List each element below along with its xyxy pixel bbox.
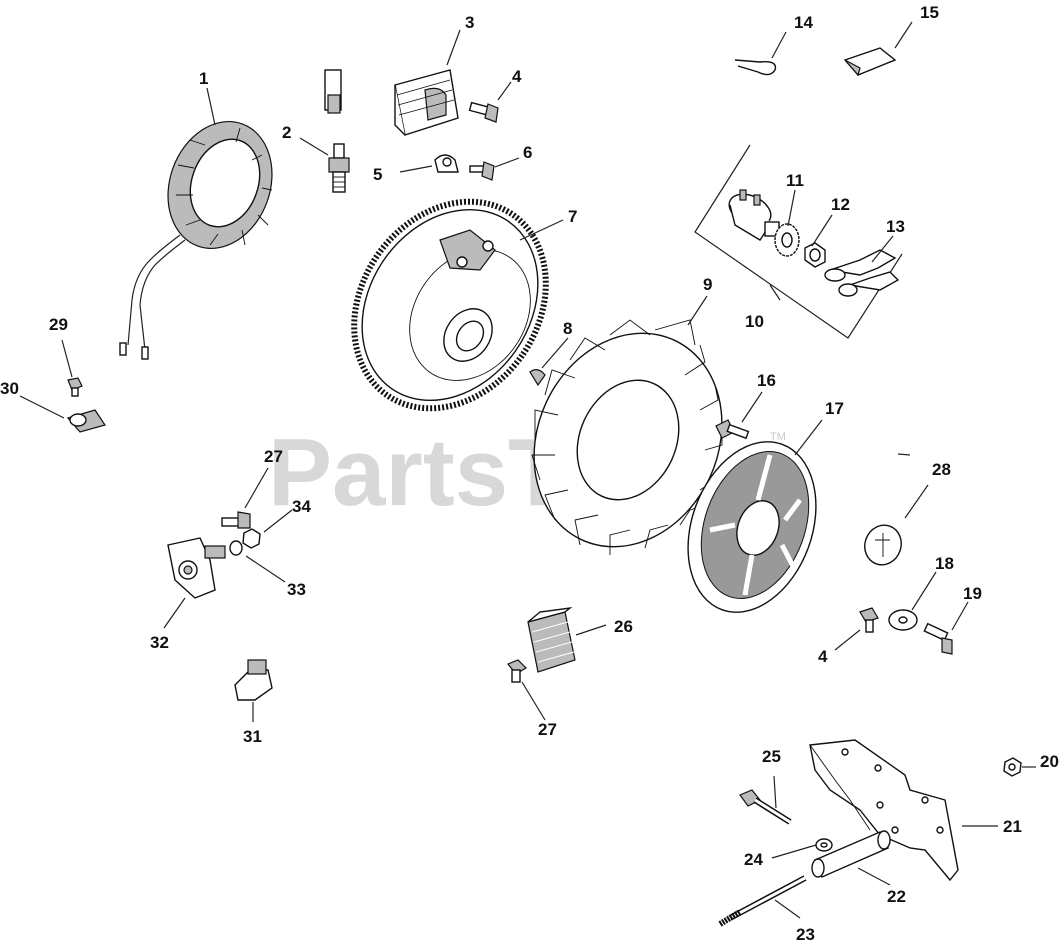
callout-3: 3 xyxy=(465,13,474,32)
callout-20: 20 xyxy=(1040,752,1059,771)
callout-30: 30 xyxy=(0,379,19,398)
part-ignition-module[interactable] xyxy=(324,20,459,136)
part-grass-screen[interactable] xyxy=(666,424,839,630)
callout-28: 28 xyxy=(932,460,951,479)
part-screw-6[interactable] xyxy=(469,161,495,181)
callout-22: 22 xyxy=(887,887,906,906)
part-washer-28[interactable] xyxy=(859,520,907,570)
callout-25: 25 xyxy=(762,747,781,766)
part-key-switch-group[interactable] xyxy=(694,144,903,339)
part-screw-19[interactable] xyxy=(923,622,953,655)
part-flywheel[interactable] xyxy=(315,164,585,445)
part-bolt-25[interactable] xyxy=(739,789,792,825)
part-clamp-30[interactable] xyxy=(66,409,106,433)
callout-32: 32 xyxy=(150,633,169,652)
part-screw-4-lower[interactable] xyxy=(859,607,879,633)
callout-29: 29 xyxy=(49,315,68,334)
part-lock-washer[interactable] xyxy=(774,223,800,257)
callout-24: 24 xyxy=(744,850,763,869)
part-screw-16[interactable] xyxy=(715,419,750,440)
part-mounting-bracket[interactable] xyxy=(809,739,959,882)
part-washer-18[interactable] xyxy=(888,609,918,631)
callout-4-upper: 4 xyxy=(512,67,522,86)
callout-8: 8 xyxy=(563,319,572,338)
callout-6: 6 xyxy=(523,143,532,162)
part-rectifier[interactable] xyxy=(527,606,576,673)
part-screw-29[interactable] xyxy=(67,377,83,397)
callout-31: 31 xyxy=(243,727,262,746)
part-screw-27-upper[interactable] xyxy=(221,511,251,529)
callout-4-lower: 4 xyxy=(818,647,828,666)
part-cable-clip[interactable] xyxy=(734,59,777,76)
callout-5: 5 xyxy=(373,165,382,184)
callout-33: 33 xyxy=(287,580,306,599)
part-screw-upper[interactable] xyxy=(468,101,499,123)
part-woodruff-key[interactable] xyxy=(529,369,546,387)
callout-23: 23 xyxy=(796,925,815,944)
callout-18-label: 18 xyxy=(935,554,954,573)
part-connector-31[interactable] xyxy=(234,659,273,701)
callout-19: 19 xyxy=(963,584,982,603)
leader-lines xyxy=(19,21,1036,919)
callout-7: 7 xyxy=(568,207,577,226)
callout-15: 15 xyxy=(920,3,939,22)
callout-labels: 1 2 3 4 5 6 7 8 9 10 11 12 13 14 15 16 1… xyxy=(0,3,1059,944)
callout-11: 11 xyxy=(786,171,804,190)
callout-2: 2 xyxy=(282,123,291,142)
part-voltage-regulator[interactable] xyxy=(167,537,226,599)
callout-27-upper: 27 xyxy=(264,447,283,466)
part-spark-plug[interactable] xyxy=(328,143,350,193)
callout-14: 14 xyxy=(794,13,813,32)
callout-27-lower: 27 xyxy=(538,720,557,739)
callout-10: 10 xyxy=(745,312,764,331)
part-nut-20[interactable] xyxy=(1003,757,1022,777)
part-switch-nut[interactable] xyxy=(804,242,826,268)
part-stator[interactable] xyxy=(119,107,289,360)
part-nut-34[interactable] xyxy=(242,528,261,549)
part-spacer-tube[interactable] xyxy=(811,830,891,878)
callout-9: 9 xyxy=(703,275,712,294)
watermark-tm: TM xyxy=(770,431,786,443)
callout-21: 21 xyxy=(1003,817,1022,836)
callout-26: 26 xyxy=(614,617,633,636)
part-long-bolt[interactable] xyxy=(718,875,807,927)
callout-17: 17 xyxy=(825,399,844,418)
part-ignition-keys[interactable] xyxy=(824,249,900,297)
part-screw-27-lower[interactable] xyxy=(507,659,527,683)
callout-34: 34 xyxy=(292,497,311,516)
part-wire-clip[interactable] xyxy=(434,154,459,173)
callout-1: 1 xyxy=(199,69,208,88)
part-key-switch[interactable] xyxy=(724,188,780,241)
callout-16: 16 xyxy=(757,371,776,390)
part-washer-33[interactable] xyxy=(229,540,243,556)
part-connector[interactable] xyxy=(843,47,897,77)
part-cooling-fan[interactable] xyxy=(500,302,756,577)
callout-13: 13 xyxy=(886,217,905,236)
callout-12: 12 xyxy=(831,195,850,214)
part-washer-24[interactable] xyxy=(815,838,833,852)
